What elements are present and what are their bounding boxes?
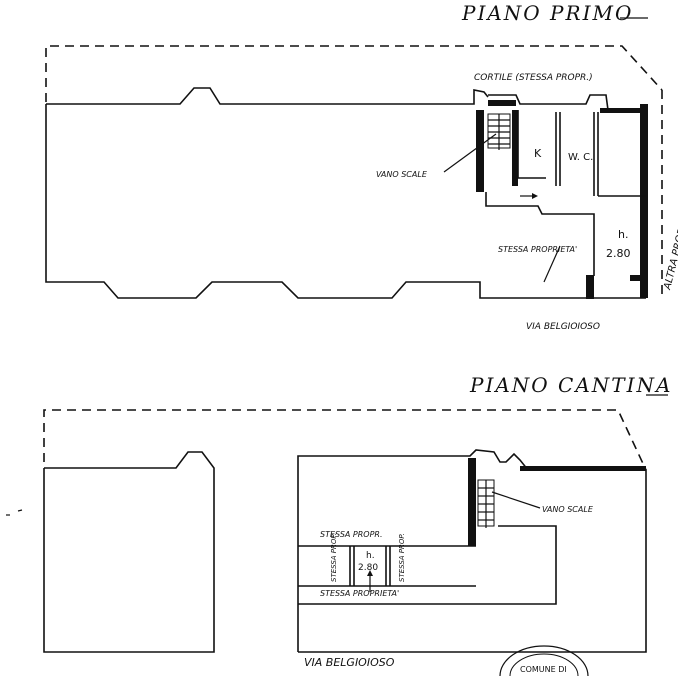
basement-left-building (43, 451, 215, 653)
basement-floor-title: PIANO CANTINA (469, 373, 672, 397)
stair-wall-right (512, 110, 518, 186)
stair-wall-left (476, 110, 484, 192)
basement-height-value: 2.80 (358, 563, 378, 573)
interior-walls (517, 110, 546, 179)
basement-height-prefix: h. (366, 551, 375, 561)
upper-building-bottom (45, 104, 578, 299)
basement-stairwell-leader (491, 491, 541, 509)
basement-street-label: VIA BELGIOIOSO (304, 656, 395, 669)
upper-stairwell-label: VANO SCALE (376, 170, 428, 179)
upper-boundary-dashed (45, 45, 663, 102)
bottom-wall-stub (586, 275, 594, 299)
same-property-label: STESSA PROPRIETA' (498, 245, 577, 254)
basement-top-wall (520, 466, 646, 471)
door-arrow-head (532, 193, 538, 199)
upper-building-outline (46, 87, 489, 105)
same-property-bottom-label: STESSA PROPRIETA' (320, 589, 399, 598)
top-wall-right (600, 108, 644, 113)
municipal-stamp: COMUNE DI (499, 645, 589, 676)
same-property-top-label: STESSA PROPR. (320, 530, 383, 539)
upper-stairs (487, 113, 511, 150)
stamp-text: COMUNE DI (520, 665, 567, 674)
kitchen-label: K (534, 147, 542, 160)
same-property-right-label: STESSA PROP. (398, 533, 406, 582)
bottom-wall-stub-right (630, 275, 644, 281)
cellar-arrow-head (367, 570, 373, 576)
basement-stair-wall (468, 458, 476, 546)
other-property-label: ALTRA PROPR. (MAPP. 169) (662, 158, 678, 292)
upper-street-label: VIA BELGIOIOSO (526, 322, 600, 332)
upper-height-prefix: h. (618, 228, 628, 241)
basement-corridor (298, 525, 557, 605)
wc-label: W. C. (568, 152, 593, 163)
stairwell-leader (443, 133, 497, 173)
upper-height-value: 2.80 (606, 247, 631, 260)
basement-stairs (477, 479, 495, 528)
upper-floor-title: PIANO PRIMO (461, 1, 633, 25)
basement-boundary-dashed (43, 409, 647, 471)
basement-floor-plan: PIANO CANTINA VANO SCALE (43, 373, 672, 669)
stair-wall-top (488, 100, 516, 106)
basement-stairwell-label: VANO SCALE (542, 505, 594, 514)
same-property-left-label: STESSA PROP. (330, 533, 338, 582)
party-wall-right (640, 104, 648, 298)
courtyard-label: CORTILE (STESSA PROPR.) (474, 73, 593, 83)
courtyard-outline (488, 94, 646, 111)
corridor-walls (485, 192, 595, 276)
same-property-leader (543, 245, 561, 283)
stray-marks (6, 509, 23, 516)
upper-floor-plan: PIANO PRIMO (45, 1, 678, 332)
